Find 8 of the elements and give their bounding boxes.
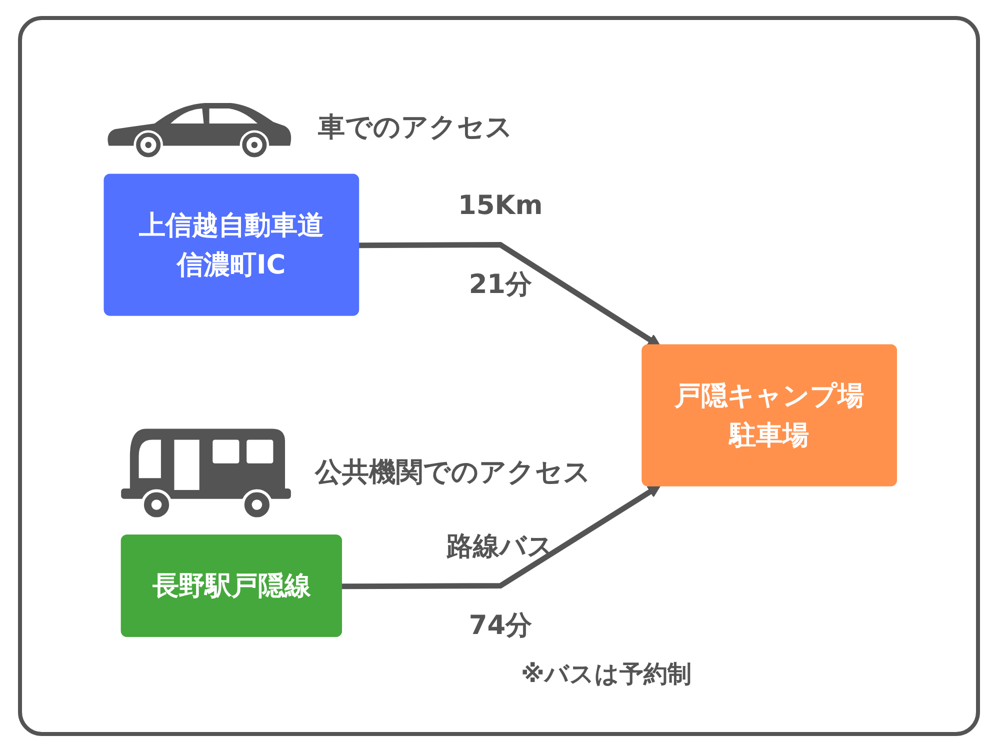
process-box: 上信越自動車道信濃町IC <box>103 174 359 316</box>
edge-label: 15Km 21分 <box>458 190 542 300</box>
process-box: 長野駅戸隠線 <box>120 534 342 637</box>
section-heading: 公共機関でのアクセス <box>315 457 592 490</box>
note-text: ※バスは予約制 <box>521 660 692 690</box>
section-heading: 車でのアクセス <box>318 112 513 144</box>
arrow <box>342 484 660 590</box>
destination-box: 戸隠キャンプ場駐車場 <box>641 344 897 486</box>
